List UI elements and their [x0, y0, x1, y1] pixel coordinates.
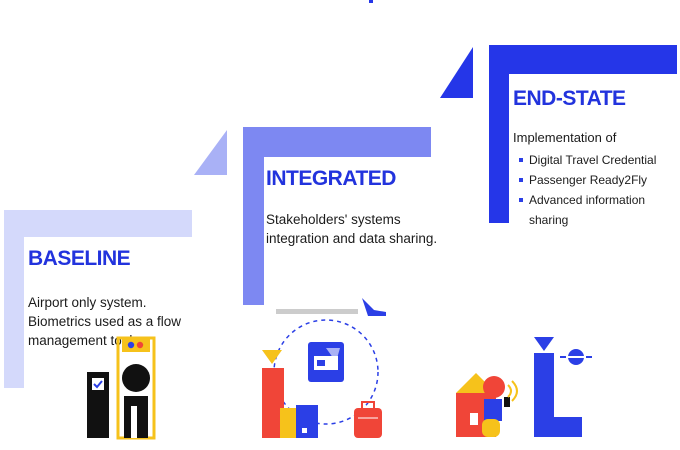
integrated-description: Stakeholders' systems integration and da… [266, 210, 437, 248]
endstate-bullet-3: Advanced information sharing [519, 190, 680, 230]
baseline-description: Airport only system. Biometrics used as … [28, 293, 181, 350]
endstate-bullet-1: Digital Travel Credential [519, 150, 680, 170]
connected-city-icon [262, 298, 386, 438]
endstate-intro: Implementation of [513, 130, 617, 145]
biometric-gate-icon [87, 336, 156, 440]
integrated-line-2: integration and data sharing. [266, 231, 438, 246]
integrated-step-shape [194, 127, 431, 305]
passenger-ready-icon [456, 337, 592, 437]
endstate-step-shape [440, 45, 677, 223]
baseline-line-2: Biometrics used as a flow [28, 314, 182, 329]
baseline-title: BASELINE [28, 247, 131, 270]
endstate-title: END-STATE [513, 87, 626, 110]
endstate-bullet-2: Passenger Ready2Fly [519, 170, 680, 190]
integrated-title: INTEGRATED [266, 167, 396, 190]
baseline-line-3: management tool. [28, 333, 137, 348]
endstate-bullet-list: Digital Travel Credential Passenger Read… [519, 150, 680, 230]
baseline-line-1: Airport only system. [28, 295, 147, 310]
baseline-step-shape [4, 210, 192, 388]
integrated-line-1: Stakeholders' systems [266, 212, 401, 227]
